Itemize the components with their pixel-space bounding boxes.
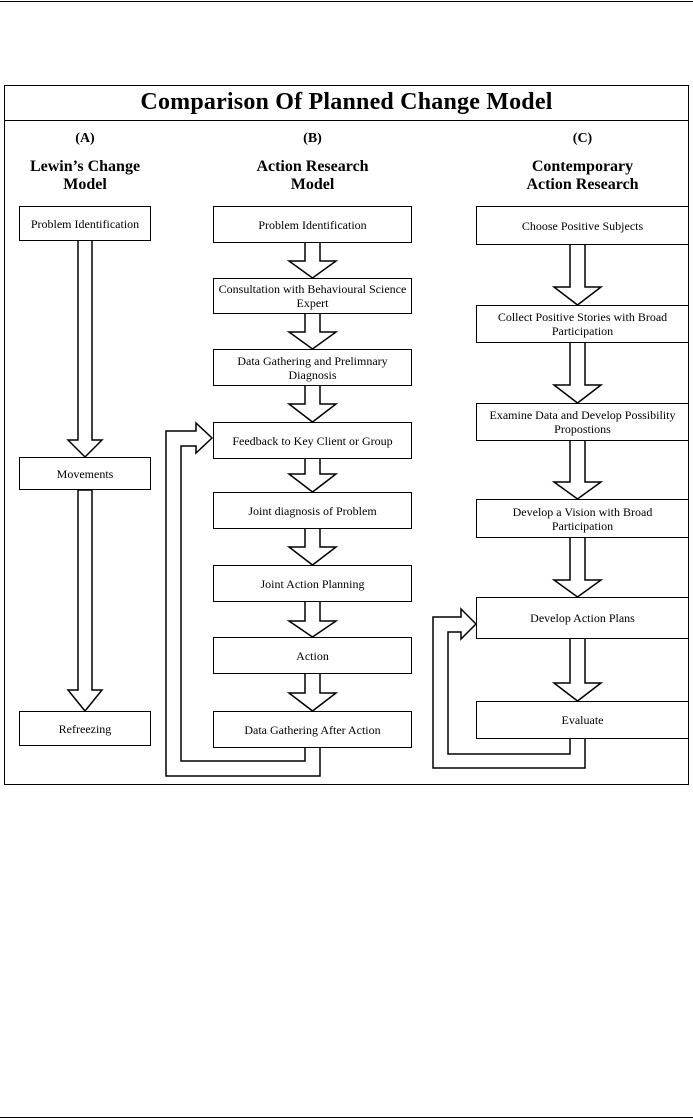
column-b-step-2: Consultation with Behavioural Science Ex… [213,278,412,314]
column-c-step-3: Examine Data and Develop Possibility Pro… [476,403,689,441]
column-c-heading-line1: Contemporary [531,158,634,175]
column-a-step-1: Problem Identification [19,206,151,241]
arrow-b-2-down [286,312,339,350]
arrow-c-3-down [551,439,604,500]
column-b-step-5: Joint diagnosis of Problem [213,492,412,529]
column-c-step-2: Collect Positive Stories with Broad Part… [476,305,689,343]
arrow-c-feedback-loop [432,607,586,769]
bottom-rule [0,1117,693,1118]
title-bar: Comparison Of Planned Change Model [4,85,689,121]
column-b-step-8: Data Gathering After Action [213,711,412,748]
arrow-b-3-down [286,384,339,423]
column-b-letter: (B) [303,131,322,146]
column-c-letter: (C) [572,131,593,146]
column-b-heading-line2: Model [290,176,335,193]
arrow-a-2-down [66,489,104,713]
column-a-heading-line2: Model [63,176,107,193]
arrow-b-7-down [286,672,339,712]
column-b-heading: Action Research Model [213,158,412,194]
column-c-heading: Contemporary Action Research [476,158,689,194]
arrow-c-4-down [551,536,604,598]
column-c-step-5: Develop Action Plans [476,597,689,639]
column-c-step-1: Choose Positive Subjects [476,206,689,245]
column-b-step-3: Data Gathering and Prelimnary Diagnosis [213,349,412,386]
arrow-b-feedback-loop [165,421,321,777]
column-b-step-7: Action [213,637,412,674]
column-a-heading: Lewin’s Change Model [14,158,156,194]
column-a-heading-line1: Lewin’s Change [29,158,141,175]
arrow-b-4-down [286,457,339,493]
column-c-step-6: Evaluate [476,701,689,739]
column-a-step-2: Movements [19,457,151,490]
column-b-step-6: Joint Action Planning [213,565,412,602]
column-a-letter: (A) [75,131,95,146]
top-rule [0,1,693,2]
arrow-c-1-down [551,243,604,306]
arrow-b-5-down [286,527,339,566]
column-b-heading-line1: Action Research [256,158,369,175]
arrow-c-2-down [551,341,604,404]
arrow-b-1-down [286,241,339,279]
arrow-c-5-down [551,637,604,702]
column-b-step-4: Feedback to Key Client or Group [213,422,412,459]
column-c-heading-line2: Action Research [526,176,639,193]
diagram-title: Comparison Of Planned Change Model [140,89,553,115]
arrow-a-1-down [66,239,104,459]
column-a-step-3: Refreezing [19,711,151,746]
column-b-step-1: Problem Identification [213,206,412,243]
column-c-step-4: Develop a Vision with Broad Participatio… [476,499,689,538]
arrow-b-6-down [286,600,339,638]
